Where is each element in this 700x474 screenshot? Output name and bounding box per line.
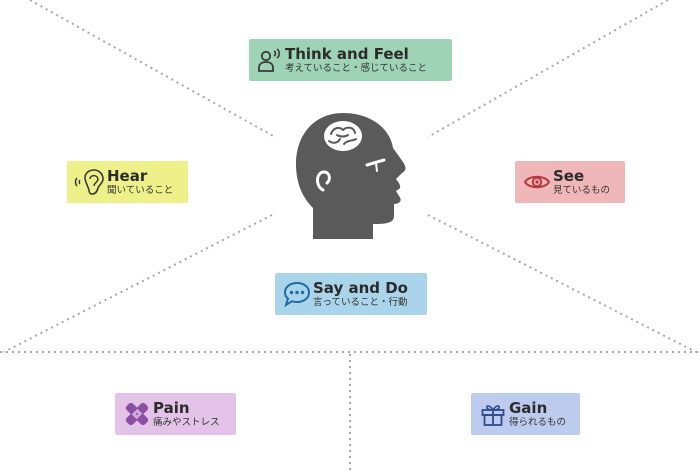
- speech-bubble-icon: [281, 279, 313, 309]
- think-and-feel-title: Think and Feel: [285, 44, 409, 63]
- see-card[interactable]: See 見ているもの: [515, 161, 625, 203]
- hear-card[interactable]: Hear 聞いていること: [67, 161, 188, 203]
- say-and-do-card[interactable]: Say and Do 言っていること・行動: [275, 273, 427, 315]
- bandage-icon: [121, 399, 153, 429]
- ear-icon: [73, 167, 107, 197]
- gain-card[interactable]: Gain 得られるもの: [471, 393, 580, 435]
- hear-title: Hear: [107, 166, 148, 185]
- head-brain-icon: [296, 113, 406, 239]
- divider-top-left: [29, 0, 276, 138]
- pain-subtitle: 痛みやストレス: [153, 416, 220, 428]
- divider-bottom-right: [427, 214, 697, 353]
- see-subtitle: 見ているもの: [553, 184, 611, 196]
- person-thinking-icon: [255, 45, 285, 75]
- hear-subtitle: 聞いていること: [107, 184, 174, 196]
- see-title: See: [553, 166, 585, 185]
- think-and-feel-subtitle: 考えていること・感じていること: [285, 62, 428, 74]
- gain-subtitle: 得られるもの: [509, 416, 567, 428]
- divider-bottom-left: [3, 214, 273, 353]
- say-and-do-title: Say and Do: [313, 278, 408, 297]
- pain-card[interactable]: Pain 痛みやストレス: [115, 393, 236, 435]
- gift-icon: [477, 399, 509, 429]
- eye-icon: [521, 167, 553, 197]
- say-and-do-subtitle: 言っていること・行動: [313, 296, 408, 308]
- divider-top-right: [427, 0, 669, 138]
- gain-title: Gain: [509, 398, 548, 417]
- pain-title: Pain: [153, 398, 190, 417]
- think-and-feel-card[interactable]: Think and Feel 考えていること・感じていること: [249, 39, 452, 81]
